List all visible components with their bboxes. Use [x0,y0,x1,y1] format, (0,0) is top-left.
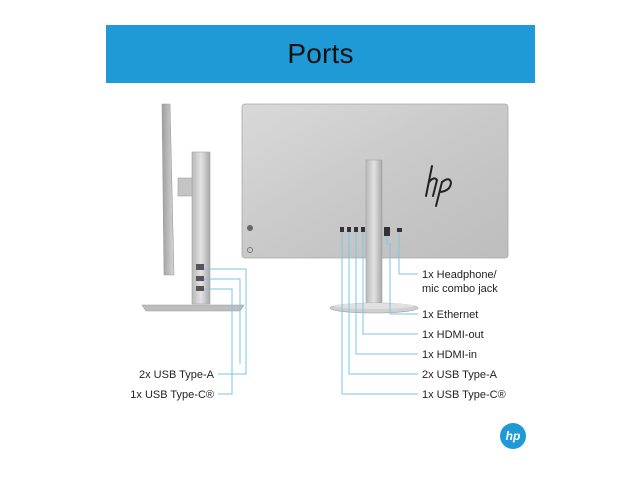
label-hdmi-out: 1x HDMI-out [422,329,484,341]
label-headphone-line2: mic combo jack [422,283,498,295]
banner-title: Ports [287,38,354,69]
label-ethernet: 1x Ethernet [422,309,479,321]
label-hdmi-in: 1x HDMI-in [422,349,478,361]
hp-logo-text: hp [505,429,521,443]
label-side-usb-a: 2x USB Type-A [139,369,214,381]
label-rear-usb-a: 2x USB Type-A [422,369,497,381]
label-headphone-jack: 1x Headphone/ mic combo jack [422,268,498,296]
side-view-monitor [141,103,245,312]
label-rear-usb-c: 1x USB Type-C® [422,389,506,401]
panel-hp-logo [425,165,453,207]
label-headphone-line1: 1x Headphone/ [422,269,497,281]
hp-logo-icon: hp [500,423,526,449]
rear-view-monitor [241,103,509,314]
side-leader-lines [204,268,247,395]
label-side-usb-c: 1x USB Type-C® [130,389,214,401]
rear-leader-lines [341,232,418,395]
ports-banner: Ports [106,25,535,83]
